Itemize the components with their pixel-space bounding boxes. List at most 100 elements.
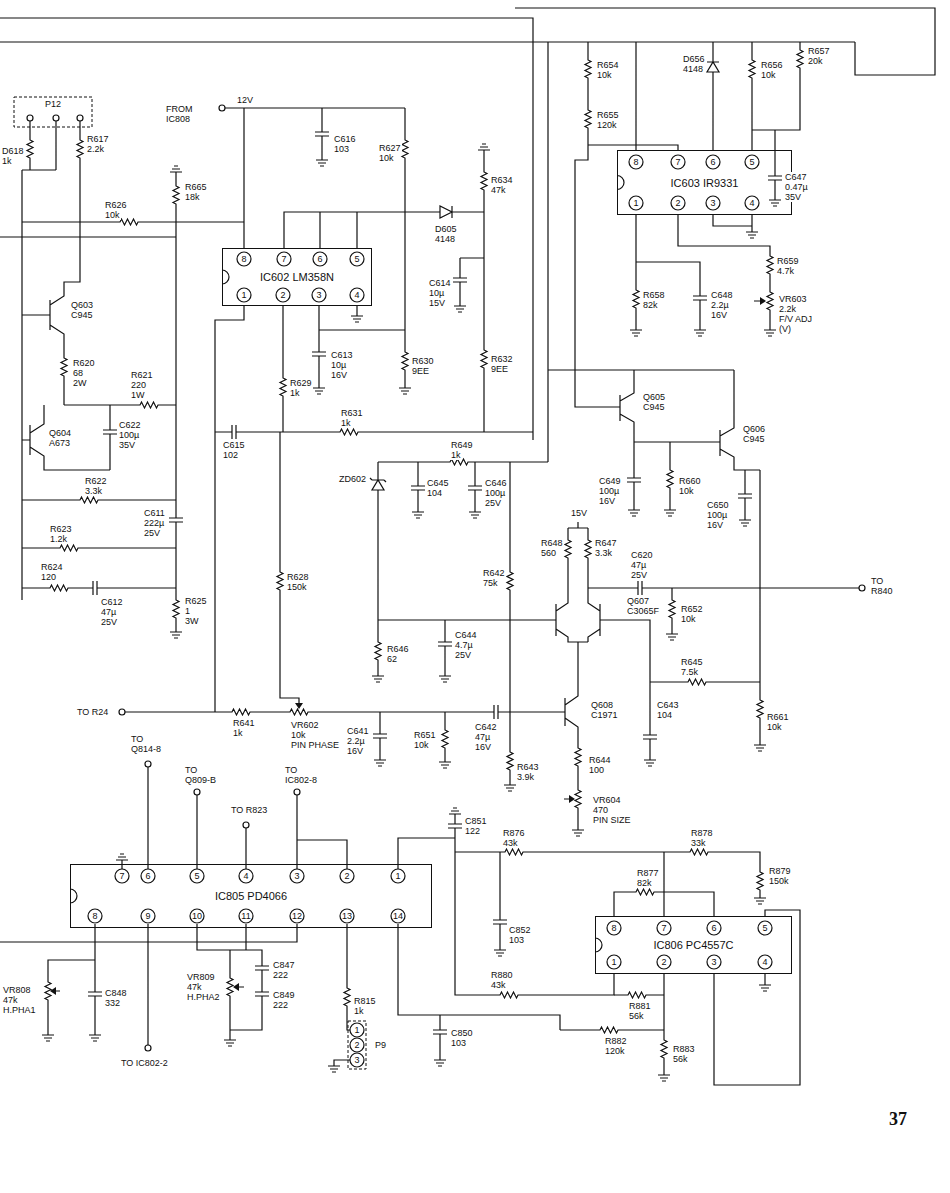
component-label: A673 [48, 438, 71, 448]
pin-number: 8 [237, 252, 251, 266]
component-label: 10k [596, 70, 613, 80]
component-label: 4.7k [776, 266, 795, 276]
pin-number: 14 [391, 909, 405, 923]
pin-number: 6 [706, 155, 720, 169]
component-label: R629 [289, 378, 313, 388]
component-label: R627 [378, 143, 402, 153]
pin-number: 13 [340, 909, 354, 923]
pin-circle [276, 288, 290, 302]
wire [0, 8, 935, 440]
pin-circle [758, 955, 772, 969]
component-label: 7.5k [680, 667, 699, 677]
component-label: R881 [628, 1001, 652, 1011]
component-label: 10k [680, 614, 697, 624]
component-label: 3.3k [594, 548, 613, 558]
pin-circle [706, 155, 720, 169]
component-label: R654 [596, 60, 620, 70]
component-label: 104 [426, 488, 443, 498]
wire [116, 767, 614, 998]
page-number: 37 [888, 1108, 908, 1130]
component-label: C645 [426, 478, 450, 488]
pin-circle [350, 1053, 364, 1067]
terminal [27, 115, 33, 121]
component-label: Q604 [48, 428, 72, 438]
component-label: 25V [484, 498, 502, 508]
component-label: 560 [540, 548, 557, 558]
pin-circle [237, 288, 251, 302]
component-label: 47µ [630, 560, 647, 570]
component-label: 56k [672, 1054, 689, 1064]
component-label: R620 [72, 358, 96, 368]
pin-number: 5 [758, 921, 772, 935]
pin-circle [141, 909, 155, 923]
pin-number: 1 [391, 869, 405, 883]
pin-circle [190, 869, 204, 883]
component-label: 103 [508, 935, 525, 945]
component-label: R622 [84, 476, 108, 486]
pin-circle [312, 288, 326, 302]
component-label: 2.2k [778, 304, 797, 314]
component-label: 1.2k [49, 534, 68, 544]
component-label: R657 [807, 46, 831, 56]
component-label: 20k [807, 56, 824, 66]
component-label: R626 [104, 200, 128, 210]
component-label: R631 [340, 408, 364, 418]
pin-circle [190, 909, 204, 923]
component-label: 222µ [143, 518, 165, 528]
ic-label: IC602 LM358N [258, 271, 336, 283]
pin-number: 6 [707, 921, 721, 935]
component-label: 82k [636, 878, 653, 888]
component-label: Q605 [642, 392, 666, 402]
component-label: 47k [490, 185, 507, 195]
component-label: 35V [784, 192, 802, 202]
component-label: R632 [490, 354, 514, 364]
component-label: R646 [386, 644, 410, 654]
component-label: C647 [784, 172, 808, 182]
wiper-arrow [760, 297, 766, 305]
component-label: TO R24 [76, 707, 109, 717]
pin-circle [350, 1038, 364, 1052]
component-label: C851 [464, 816, 488, 826]
pin-circle [629, 155, 643, 169]
pin-number: 7 [277, 252, 291, 266]
component-label: C1971 [590, 710, 619, 720]
ic-label: IC805 PD4066 [213, 890, 289, 902]
terminal [77, 115, 83, 121]
component-label: C646 [484, 478, 508, 488]
component-label: 120 [40, 572, 57, 582]
pin-number: 6 [141, 869, 155, 883]
component-label: 62 [386, 654, 398, 664]
component-label: 43k [490, 980, 507, 990]
ic-body: IC603 IR9331 [617, 150, 792, 215]
component-label: D656 [682, 54, 706, 64]
pin-number: 1 [350, 1023, 364, 1037]
component-label: 220 [130, 380, 147, 390]
pin-circle [350, 288, 364, 302]
pin-number: 2 [340, 869, 354, 883]
component-label: R642 [482, 568, 506, 578]
component-label: 9EE [490, 364, 509, 374]
component-label: R877 [636, 868, 660, 878]
pin-circle [745, 155, 759, 169]
component-label: 103 [333, 144, 350, 154]
component-label: R661 [766, 712, 790, 722]
pin-number: 4 [350, 288, 364, 302]
component-label: C945 [742, 434, 766, 444]
component-label: R641 [232, 718, 256, 728]
component-label: R617 [86, 134, 110, 144]
pin-number: 1 [629, 196, 643, 210]
pin-number: 2 [657, 955, 671, 969]
component-label: 2.2k [86, 144, 105, 154]
terminal [294, 789, 300, 795]
component-label: 82k [642, 300, 659, 310]
component-label: C945 [642, 402, 666, 412]
wire [370, 42, 548, 712]
component-label: C614 [428, 278, 452, 288]
terminal [53, 115, 59, 121]
component-label: 470 [592, 805, 609, 815]
wire [0, 166, 244, 588]
component-label: 47µ [474, 732, 491, 742]
component-label: H.PHA2 [186, 992, 221, 1002]
component-label: 332 [104, 998, 121, 1008]
component-label: 100µ [598, 486, 620, 496]
